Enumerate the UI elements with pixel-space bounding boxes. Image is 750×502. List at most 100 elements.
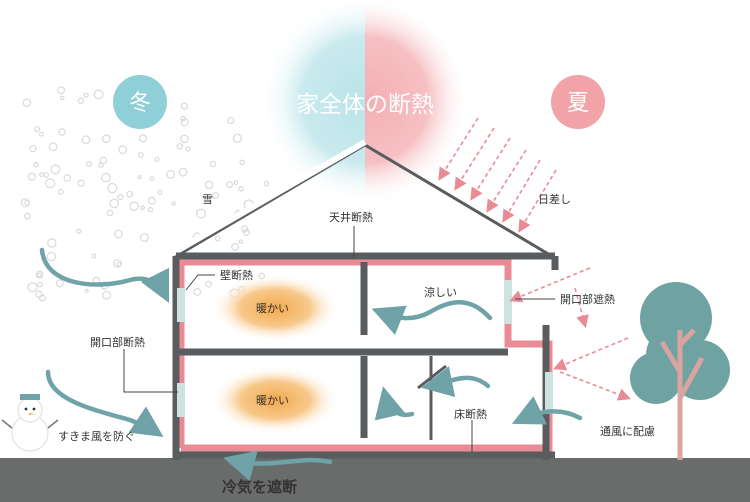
warm-lower-label: 暖かい: [256, 394, 289, 407]
snow-dot: [24, 199, 31, 206]
leader-lines: [123, 226, 555, 452]
snow-dot: [238, 186, 244, 192]
snow-dot: [59, 95, 65, 101]
roof-snow: [168, 139, 367, 258]
snow-dot: [239, 159, 245, 166]
snow-dot: [93, 89, 104, 100]
snow-dot: [38, 294, 46, 302]
snow-dot: [109, 198, 120, 209]
snow-dot: [185, 146, 191, 152]
snow-dot: [196, 208, 207, 219]
ceiling-insulation-label: 天井断熱: [329, 210, 373, 224]
cool-label: 涼しい: [424, 285, 457, 299]
snow-dot: [147, 206, 154, 213]
snow-dot: [231, 243, 240, 252]
snow-dot: [27, 282, 38, 293]
snow-dot: [102, 134, 111, 144]
ventilation-label: 通風に配慮: [600, 424, 655, 438]
snow-dot: [171, 201, 176, 206]
snow-dot: [117, 194, 124, 201]
snow-dot: [48, 142, 58, 152]
snow-dot: [35, 290, 43, 299]
snow-dot: [34, 126, 41, 133]
snow-dots: [20, 86, 270, 302]
snow-dot: [76, 228, 82, 234]
snow-dot: [33, 161, 39, 168]
snow-dot: [157, 189, 163, 195]
snow-dot: [57, 188, 64, 195]
snow-dot: [106, 209, 114, 217]
snow-dot: [180, 102, 188, 110]
stair: [417, 356, 447, 440]
winter-badge: [113, 75, 167, 129]
snow-dot: [55, 279, 64, 288]
snow-dot: [27, 172, 36, 181]
snow-dot: [118, 145, 128, 155]
snow-dot: [102, 290, 112, 300]
title: 家全体の断熱: [296, 92, 434, 118]
snow-dot: [39, 172, 44, 178]
sunlight-arrows: [438, 117, 631, 401]
snow-dot: [263, 180, 270, 187]
snow-dot: [137, 152, 144, 158]
snow-dot: [243, 228, 251, 236]
snow-dot: [137, 175, 142, 180]
opening-insulation-label: 開口部断熱: [90, 335, 145, 349]
cold-block-label: 冷気を遮断: [222, 478, 297, 496]
snow-dot: [204, 180, 214, 190]
snow-dot: [212, 192, 220, 199]
snow-dot: [107, 183, 118, 194]
warm-upper-label: 暖かい: [256, 302, 289, 315]
winter-glow: [260, 0, 365, 205]
snow-dot: [180, 118, 189, 127]
snow-dot: [214, 235, 221, 242]
snow-dot: [84, 288, 89, 293]
snow-dot: [36, 272, 42, 278]
snow-dot: [227, 116, 235, 125]
snow-dot: [154, 156, 160, 162]
snow-dot: [129, 201, 139, 211]
snow-dot: [166, 169, 176, 179]
snow-dot: [50, 164, 61, 175]
snow-dot: [38, 131, 44, 137]
snow-dot: [113, 259, 122, 268]
warm-glow-upper: [211, 274, 339, 342]
snow-dot: [241, 225, 249, 233]
snow-dot: [140, 205, 146, 211]
snow-dot: [101, 172, 111, 183]
warm-glow-lower: [211, 366, 339, 434]
tree: [630, 282, 730, 460]
snow-dot: [37, 281, 43, 288]
ground: [0, 458, 750, 502]
snow-dot: [209, 160, 217, 168]
snow-dot: [22, 98, 32, 108]
snow-dot: [77, 97, 85, 104]
snow-dot: [226, 181, 234, 189]
snow-dot: [35, 270, 44, 279]
snow-dot: [139, 134, 148, 143]
floor-insulation-label: 床断熱: [454, 407, 487, 421]
snow-dot: [46, 251, 57, 262]
snow-dot: [180, 134, 189, 144]
snow-dot: [176, 143, 183, 150]
snow-dot: [24, 212, 31, 220]
snow-dot: [29, 145, 37, 153]
snowman: [1, 394, 59, 452]
snow-dot: [139, 233, 149, 243]
snow-dot: [58, 128, 66, 136]
snow-dot: [47, 238, 57, 248]
snow-dot: [99, 156, 108, 165]
snow-dot: [77, 179, 85, 187]
windows: [177, 280, 553, 417]
snow-dot: [238, 239, 243, 244]
summer-label: 夏: [567, 91, 589, 116]
snow-dot: [232, 133, 242, 143]
snow-label: 雪: [202, 193, 213, 206]
snow-dot: [91, 253, 97, 259]
sunlight-label: 日差し: [538, 192, 571, 206]
snow-dot: [83, 92, 89, 98]
snow-dot: [85, 161, 93, 168]
wall-insulation-label: 壁断熱: [220, 268, 253, 282]
